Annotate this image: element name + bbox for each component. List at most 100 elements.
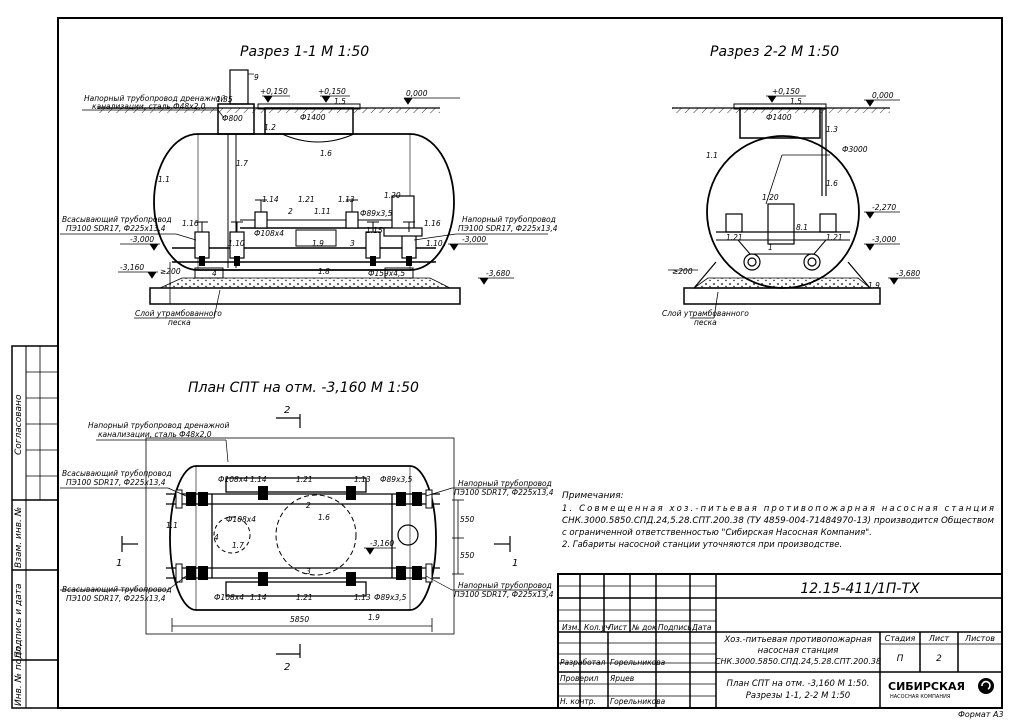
s1-callout-discharge-2: ПЭ100 SDR17, Ф225х13,4 — [458, 224, 558, 233]
note-line-4: 2. Габариты насосной станции уточняются … — [562, 540, 842, 550]
s2-p1: 1 — [768, 243, 773, 252]
s1-callout-sand-1: Слой утрамбованного — [135, 309, 222, 318]
plan-p16: 1.6 — [318, 513, 330, 522]
s1-p115: 1.15 — [366, 226, 383, 235]
company-sub: НАСОСНАЯ КОМПАНИЯ — [890, 694, 950, 700]
s2-lvl-3680: -3,680 — [896, 269, 920, 278]
s1-p3: 3 — [350, 239, 355, 248]
s2-d1400: Ф1400 — [766, 113, 792, 122]
plan-callout-suction-bot-1: Всасывающий трубопровод — [62, 585, 172, 594]
project-title-1: Хоз.-питьевая противопожарная — [723, 635, 871, 645]
note-line-1: 1. Совмещенная хоз.-питьевая противопожа… — [562, 504, 994, 514]
neck-main — [264, 107, 354, 135]
tb-name-norm-control: Горельникова — [610, 697, 666, 706]
plan-dim-length: 5850 — [290, 615, 309, 624]
sand-layer — [159, 277, 451, 289]
tb-header-date: Дата — [691, 623, 712, 632]
s1-d159: Ф159х4,5 — [368, 269, 405, 278]
plan-p2: 2 — [306, 501, 311, 510]
tb-header-list: Лист — [607, 623, 628, 632]
s1-p116-right: 1.16 — [424, 219, 441, 228]
s1-callout-suction-1: Всасывающий трубопровод — [62, 215, 172, 224]
tb-role-norm-control: Н. контр. — [560, 697, 596, 706]
note-line-3: с ограниченной ответственностью "Сибирск… — [562, 528, 872, 538]
vent-pipe — [229, 69, 249, 105]
s1-lvl-3000-right: -3,000 — [462, 235, 486, 244]
s2-p121b: 1.21 — [826, 233, 843, 242]
s1-callout-drain-1: Напорный трубопровод дренажной — [84, 94, 225, 103]
s1-p121: 1.21 — [298, 195, 315, 204]
s1-d800: Ф800 — [222, 114, 243, 123]
stamp-replace-inv: Взам. инв. № — [14, 507, 24, 568]
s1-p111: 1.11 — [314, 207, 331, 216]
tb-header-sign: Подпись — [658, 623, 692, 632]
foundation-slab — [149, 287, 461, 305]
title-block: 12.15-411/1П-ТХ Изм. Кол.уч Лист № док П… — [557, 573, 1004, 719]
plan-outline — [145, 437, 455, 635]
plan-p11: 1.1 — [166, 521, 178, 530]
s1-p2: 2 — [288, 207, 293, 216]
sand-layer-2 — [692, 277, 872, 289]
plan-d89a: Ф89х3,5 — [380, 475, 413, 484]
project-title-3: СНК.3000.5850.СПД.24,5.28.СПТ.200.38 — [715, 657, 881, 666]
tb-sheets-label: Листов — [964, 634, 995, 643]
plan-d108a: Ф108х4 — [218, 475, 248, 484]
s1-p11: 1.1 — [158, 175, 170, 184]
plan-lvl-3160: -3,160 — [370, 539, 394, 548]
s2-callout-sand-2: песка — [694, 318, 717, 327]
s1-p116-left: 1.16 — [182, 219, 199, 228]
s1-p18: 1.8 — [318, 267, 330, 276]
s1-lvl-3680: -3,680 — [486, 269, 510, 278]
s1-p114: 1.14 — [262, 195, 279, 204]
tb-name-checker: Ярцев — [609, 674, 634, 683]
s1-lvl-3160: -3,160 — [120, 263, 144, 272]
s1-h200: ≥200 — [160, 267, 181, 276]
plan-callout-discharge-top-2: ПЭ100 SDR17, Ф225х13,4 — [454, 488, 554, 497]
s2-d3000: Ф3000 — [842, 145, 868, 154]
plan-manhole-main — [275, 494, 357, 576]
s1-d89: Ф89х3,5 — [360, 209, 393, 218]
side-stamp: Согласовано Взам. инв. № Подпись и дата … — [11, 345, 59, 709]
s1-p16: 1.6 — [320, 149, 332, 158]
project-title-2: насосная станция — [758, 646, 839, 656]
tb-stage-label: Стадия — [885, 634, 916, 643]
plan-p121a: 1.21 — [296, 475, 313, 484]
foundation-slab-2 — [683, 287, 881, 305]
plan-p113b: 1.13 — [354, 593, 371, 602]
plan-callout-discharge-top-1: Напорный трубопровод — [458, 479, 552, 488]
plan-p17: 1.7 — [232, 541, 244, 550]
notes: Примечания: 1. Совмещенная хоз.-питьевая… — [562, 491, 995, 550]
plan-p4: 4 — [214, 533, 219, 542]
plan-callout-discharge-bot-2: ПЭ100 SDR17, Ф225х13,4 — [454, 590, 554, 599]
section-1-1: Разрез 1-1 М 1:50 — [60, 44, 558, 327]
s2-lvl-2270: -2,270 — [872, 203, 896, 212]
sheet-frame — [57, 17, 1003, 709]
plan-callout-suction-bot-2: ПЭ100 SDR17, Ф225х13,4 — [66, 594, 166, 603]
plan-callout-suction-top-2: ПЭ100 SDR17, Ф225х13,4 — [66, 478, 166, 487]
s1-p15: 1.5 — [334, 97, 346, 106]
s1-callout-drain-2: канализации, сталь Ф48х2,0 — [92, 102, 206, 111]
plan-p113a: 1.13 — [354, 475, 371, 484]
plan-dim-550a: 550 — [460, 515, 475, 524]
note-line-2: СНК.3000.5850.СПД.24,5.28.СПТ.200.38 (ТУ… — [562, 516, 995, 526]
s1-d108: Ф108х4 — [254, 229, 284, 238]
s1-d1400: Ф1400 — [300, 113, 326, 122]
company-logo: СИБИРСКАЯ НАСОСНАЯ КОМПАНИЯ — [888, 678, 994, 700]
plan-tank — [169, 465, 437, 611]
section-1-title: Разрез 1-1 М 1:50 — [240, 44, 369, 60]
plan-callout-discharge-bot-1: Напорный трубопровод — [458, 581, 552, 590]
s2-p13: 1.3 — [826, 125, 838, 134]
s2-lvl-3000: -3,000 — [872, 235, 896, 244]
s1-p113: 1.13 — [338, 195, 355, 204]
plan-view: План СПТ на отм. -3,160 М 1:50 — [60, 380, 554, 673]
s1-p12: 1.2 — [264, 123, 276, 132]
ground-hatch — [98, 108, 440, 113]
s2-p15: 1.5 — [790, 97, 802, 106]
company-logo-icon — [978, 678, 994, 694]
s2-p19: 1.9 — [868, 281, 880, 290]
stamp-inv-orig: Инв. № подл. — [14, 644, 24, 706]
section-mark-bottom: 2 — [284, 662, 290, 673]
plan-d108c: Ф108х4 — [214, 593, 244, 602]
s1-callout-discharge-1: Напорный трубопровод — [462, 215, 556, 224]
